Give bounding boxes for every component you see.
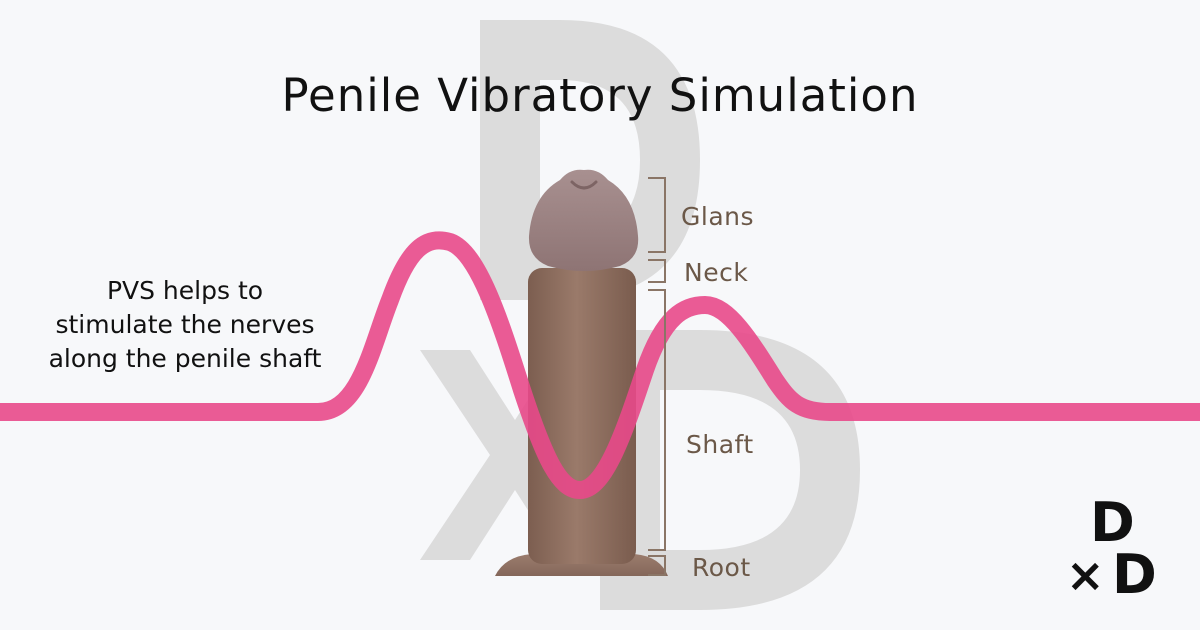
label-neck: Neck [684,258,749,287]
logo-letter-bottom: D [1112,543,1157,606]
bracket-root [648,555,666,576]
bracket-shaft [648,289,666,551]
brand-logo: D × D [1062,496,1174,608]
label-root: Root [692,553,751,582]
caption-line: along the penile shaft [48,344,322,373]
glans-tip [570,180,598,190]
logo-letter-top: D [1090,491,1135,554]
diagram-title: Penile Vibratory Simulation [281,69,919,122]
caption-line: PVS helps to [106,276,264,305]
logo-cross: × [1066,548,1105,602]
vibration-wave [0,231,1200,499]
label-glans: Glans [681,202,755,231]
caption-line: stimulate the nerves [55,310,315,339]
shaft [528,268,636,564]
glans [528,169,639,271]
bracket-neck [648,259,666,283]
diagram-caption: PVS helps to stimulate the nerves along … [20,274,350,376]
label-shaft: Shaft [686,430,754,459]
bracket-glans [648,177,666,253]
